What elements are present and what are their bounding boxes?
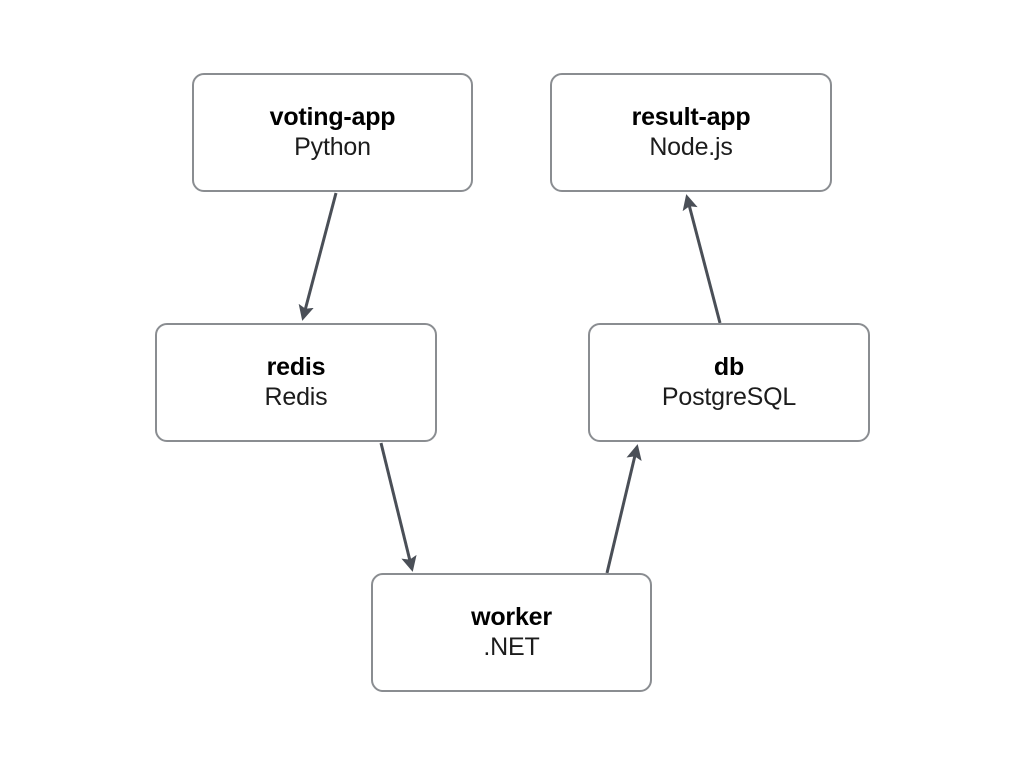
node-db[interactable]: db PostgreSQL <box>588 323 870 442</box>
node-title: redis <box>266 352 326 381</box>
edge-worker-to-db <box>605 444 642 574</box>
node-result-app[interactable]: result-app Node.js <box>550 73 832 192</box>
node-title: voting-app <box>269 102 396 131</box>
node-title: worker <box>471 602 552 631</box>
node-title: result-app <box>631 102 751 131</box>
node-subtitle: Python <box>294 133 371 161</box>
node-redis[interactable]: redis Redis <box>155 323 437 442</box>
node-worker[interactable]: worker .NET <box>371 573 652 692</box>
node-title: db <box>713 352 745 381</box>
node-voting-app[interactable]: voting-app Python <box>192 73 473 192</box>
node-subtitle: PostgreSQL <box>661 383 797 411</box>
node-subtitle: Redis <box>264 383 328 411</box>
node-subtitle: .NET <box>483 633 540 661</box>
edge-db-to-result-app <box>682 194 722 324</box>
node-subtitle: Node.js <box>649 133 733 161</box>
edge-redis-to-worker <box>379 442 417 572</box>
edge-voting-app-to-redis <box>298 192 338 321</box>
